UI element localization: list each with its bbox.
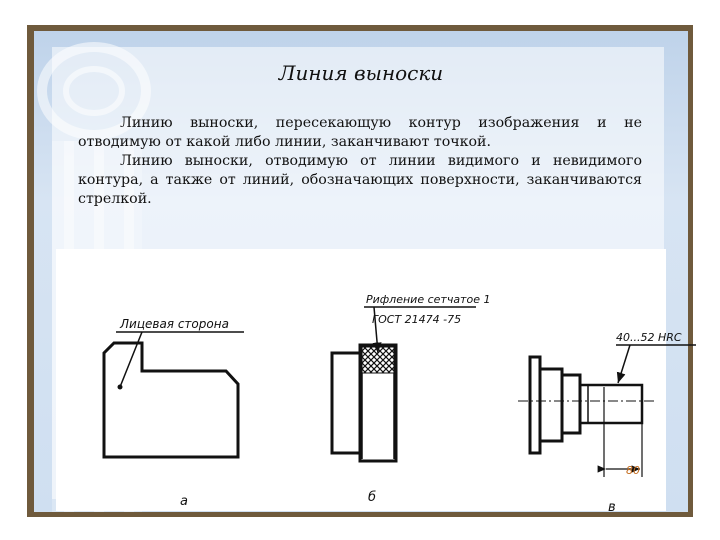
- label-c: 40...52 HRC: [616, 331, 682, 344]
- drawing-figure: Лицевая сторона а Рифление сетчатое 1 ГО…: [56, 249, 696, 515]
- leader-dot: [117, 384, 123, 390]
- slide-text: Линию выноски, пересекающую контур изобр…: [78, 114, 642, 209]
- caption-a: а: [180, 494, 188, 509]
- slide: Линия выноски Линию выноски, пересекающу…: [34, 31, 696, 515]
- label-b-line2: ГОСТ 21474 -75: [372, 313, 461, 326]
- technical-drawings: Лицевая сторона а Рифление сетчатое 1 ГО…: [102, 293, 696, 515]
- page-number: 80: [626, 464, 640, 477]
- label-b-line1: Рифление сетчатое 1: [366, 293, 490, 306]
- drawing-b: Рифление сетчатое 1 ГОСТ 21474 -75 б: [330, 293, 490, 505]
- label-a: Лицевая сторона: [119, 317, 229, 331]
- caption-c: в: [608, 500, 616, 515]
- drawing-c: 40...52 HRC в: [518, 331, 696, 515]
- slide-title: Линия выноски: [278, 61, 444, 85]
- paragraph-2: Линию выноски, отводимую от линии видимо…: [78, 153, 642, 207]
- paragraph-1: Линию выноски, пересекающую контур изобр…: [78, 115, 642, 150]
- caption-b: б: [368, 490, 376, 505]
- drawing-a: Лицевая сторона а: [102, 317, 244, 509]
